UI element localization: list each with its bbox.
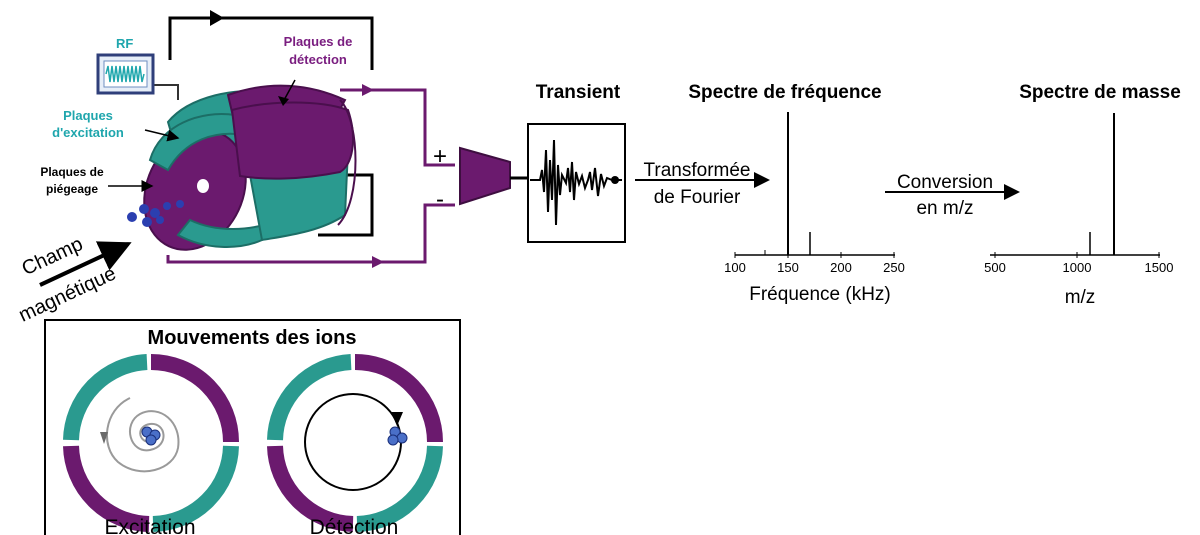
transient-waveform bbox=[530, 139, 622, 226]
trapping-hole bbox=[197, 179, 209, 193]
rf-wiring bbox=[152, 10, 374, 237]
trapping-plates-label-2: piégeage bbox=[46, 182, 98, 196]
wire-arrow-icon bbox=[210, 10, 224, 26]
detection-plates-label-1: Plaques de bbox=[284, 34, 353, 49]
detection-ring bbox=[267, 354, 443, 532]
conversion-label-1: Conversion bbox=[897, 172, 993, 193]
excitation-ring bbox=[63, 354, 239, 532]
excitation-plates-label-2: d'excitation bbox=[52, 125, 124, 140]
magnetic-field-label-1: Champ bbox=[19, 233, 87, 280]
transient-panel bbox=[527, 123, 626, 243]
freq-tick-label: 100 bbox=[724, 260, 746, 275]
mass-tick-label: 1000 bbox=[1063, 260, 1092, 275]
signal-lines bbox=[166, 84, 455, 268]
freq-tick-label: 200 bbox=[830, 260, 852, 275]
mass-axis-label: m/z bbox=[1065, 287, 1096, 308]
mass-spectrum bbox=[990, 113, 1160, 258]
fourier-label-2: de Fourier bbox=[654, 187, 741, 208]
rf-label: RF bbox=[116, 36, 133, 51]
mass-spectrum-title: Spectre de masse bbox=[1019, 82, 1181, 103]
excitation-plates-label-1: Plaques bbox=[63, 108, 113, 123]
freq-tick-label: 250 bbox=[883, 260, 905, 275]
excitation-label: Excitation bbox=[104, 516, 195, 535]
conversion-label-2: en m/z bbox=[916, 198, 973, 219]
spiral-path bbox=[105, 397, 180, 473]
amplifier-icon bbox=[459, 146, 511, 206]
plus-label: + bbox=[433, 143, 447, 170]
mass-tick-label: 1500 bbox=[1145, 260, 1174, 275]
ion-cluster bbox=[127, 200, 184, 227]
freq-axis-label: Fréquence (kHz) bbox=[749, 284, 891, 305]
detection-plates-label-2: détection bbox=[289, 52, 347, 67]
fourier-label-1: Transformée bbox=[644, 160, 751, 181]
frequency-spectrum bbox=[734, 112, 895, 258]
detection-label: Détection bbox=[310, 516, 399, 535]
rf-wave-icon bbox=[105, 65, 145, 83]
trapping-plates-label-1: Plaques de bbox=[40, 165, 104, 179]
magnetic-field-arrow bbox=[39, 241, 132, 287]
ion-motion-panel bbox=[44, 319, 461, 535]
icr-cell bbox=[108, 79, 357, 251]
freq-tick-label: 150 bbox=[777, 260, 799, 275]
transient-title: Transient bbox=[536, 82, 621, 103]
mass-tick-label: 500 bbox=[984, 260, 1006, 275]
frequency-spectrum-title: Spectre de fréquence bbox=[688, 82, 881, 103]
rf-generator bbox=[96, 53, 155, 95]
minus-label: - bbox=[436, 186, 444, 213]
ion-motion-title: Mouvements des ions bbox=[148, 327, 357, 349]
